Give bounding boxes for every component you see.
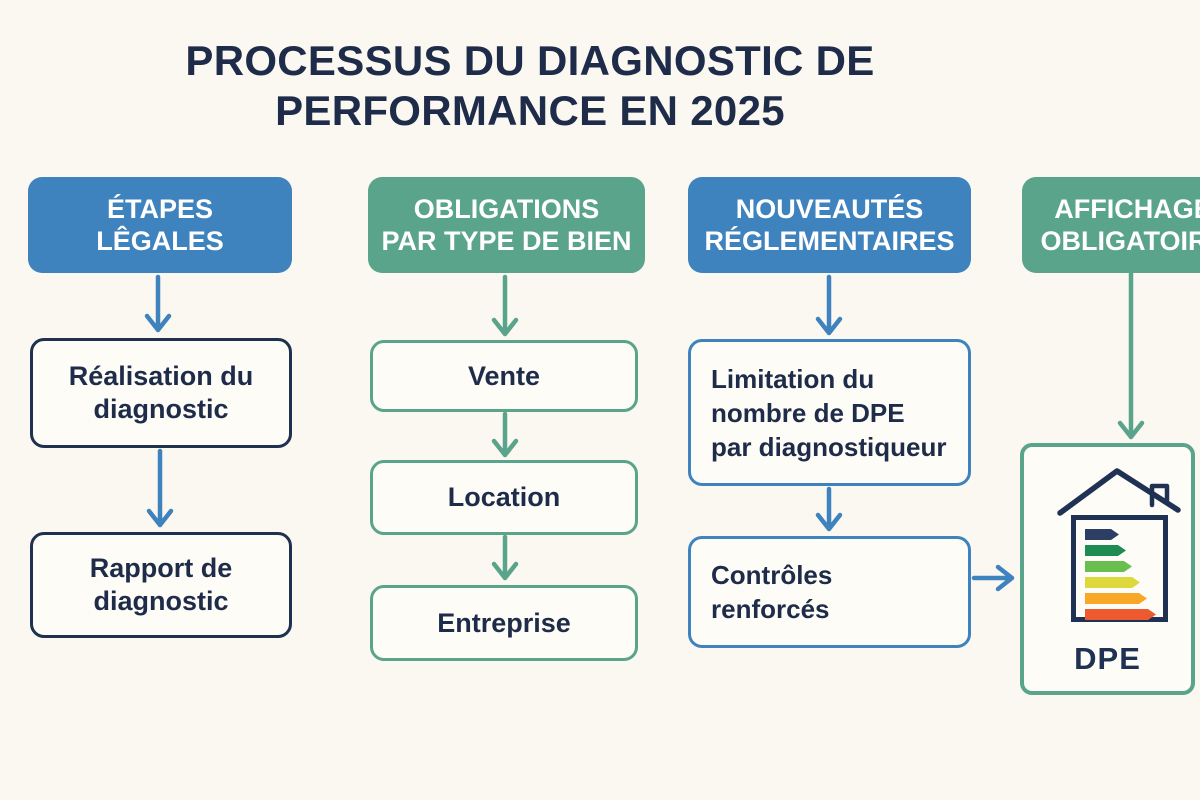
column-header-nouveautes: NOUVEAUTÉS RÉGLEMENTAIRES bbox=[688, 177, 971, 273]
arrow-down-icon-vente-location bbox=[491, 411, 519, 458]
energy-bar-6 bbox=[1085, 609, 1156, 620]
node-label: Contrôles renforcés bbox=[711, 560, 833, 624]
dpe-display-box: DPE bbox=[1020, 443, 1195, 695]
header-label: ÉTAPES bbox=[106, 194, 214, 224]
node-label: Réalisation du diagnostic bbox=[68, 361, 254, 424]
header-label: NOUVEAUTÉS bbox=[735, 194, 924, 224]
flow-node-limitation-dpe: Limitation du nombre de DPE par diagnost… bbox=[688, 339, 971, 486]
arrow-right-icon-controles-dpe bbox=[971, 564, 1015, 592]
page-title: PROCESSUS DU DIAGNOSTIC DE PERFORMANCE E… bbox=[0, 36, 1060, 136]
node-label: Location bbox=[447, 482, 561, 512]
flow-node-rapport-diagnostic: Rapport de diagnostic bbox=[30, 532, 292, 638]
dpe-label: DPE bbox=[1074, 641, 1141, 676]
energy-bars bbox=[1085, 529, 1156, 620]
header-label: OBLIGATIONS bbox=[413, 194, 600, 224]
node-label: Rapport de diagnostic bbox=[89, 553, 233, 616]
energy-bar-4 bbox=[1085, 577, 1140, 588]
node-label: Limitation du nombre de DPE par diagnost… bbox=[711, 363, 947, 462]
header-label: OBLIGATOIRE bbox=[1040, 226, 1200, 256]
header-label: AFFICHAGE bbox=[1054, 194, 1200, 224]
node-label: Entreprise bbox=[437, 607, 571, 638]
energy-bar-5 bbox=[1085, 593, 1147, 604]
column-header-affichage: AFFICHAGE OBLIGATOIRE bbox=[1022, 177, 1200, 273]
header-label: RÉGLEMENTAIRES bbox=[704, 226, 955, 256]
arrow-down-icon-limitation-controles bbox=[815, 486, 843, 532]
column-header-etapes-legales: ÉTAPES LÊGALES bbox=[28, 177, 292, 273]
flow-node-location: Location bbox=[370, 460, 638, 535]
house-roof-icon bbox=[1057, 468, 1181, 516]
energy-bar-1 bbox=[1085, 529, 1119, 540]
arrow-down-icon-affichage-header bbox=[1117, 271, 1145, 440]
arrow-down-icon-etapes-header bbox=[144, 274, 172, 333]
energy-bar-3 bbox=[1085, 561, 1132, 572]
flow-node-vente: Vente bbox=[370, 340, 638, 412]
node-label: Vente bbox=[467, 360, 541, 391]
flow-node-entreprise: Entreprise bbox=[370, 585, 638, 661]
page-title-line1: PROCESSUS DU DIAGNOSTIC DE bbox=[185, 37, 875, 84]
header-label: PAR TYPE DE BIEN bbox=[381, 226, 632, 256]
energy-bar-2 bbox=[1085, 545, 1126, 556]
arrow-down-icon-realisation-rapport bbox=[146, 448, 174, 528]
page-title-line2: PERFORMANCE EN 2025 bbox=[275, 87, 785, 134]
arrow-down-icon-nouveautes-header bbox=[815, 274, 843, 336]
chimney-icon bbox=[1149, 483, 1170, 508]
flow-node-controles-renforces: Contrôles renforcés bbox=[688, 536, 971, 648]
arrow-down-icon-obligations-header bbox=[491, 274, 519, 337]
column-header-obligations: OBLIGATIONS PAR TYPE DE BIEN bbox=[368, 177, 645, 273]
header-label: LÊGALES bbox=[96, 226, 224, 256]
energy-label-frame bbox=[1071, 515, 1168, 622]
arrow-down-icon-location-entreprise bbox=[491, 534, 519, 581]
flow-node-realisation-diagnostic: Réalisation du diagnostic bbox=[30, 338, 292, 448]
